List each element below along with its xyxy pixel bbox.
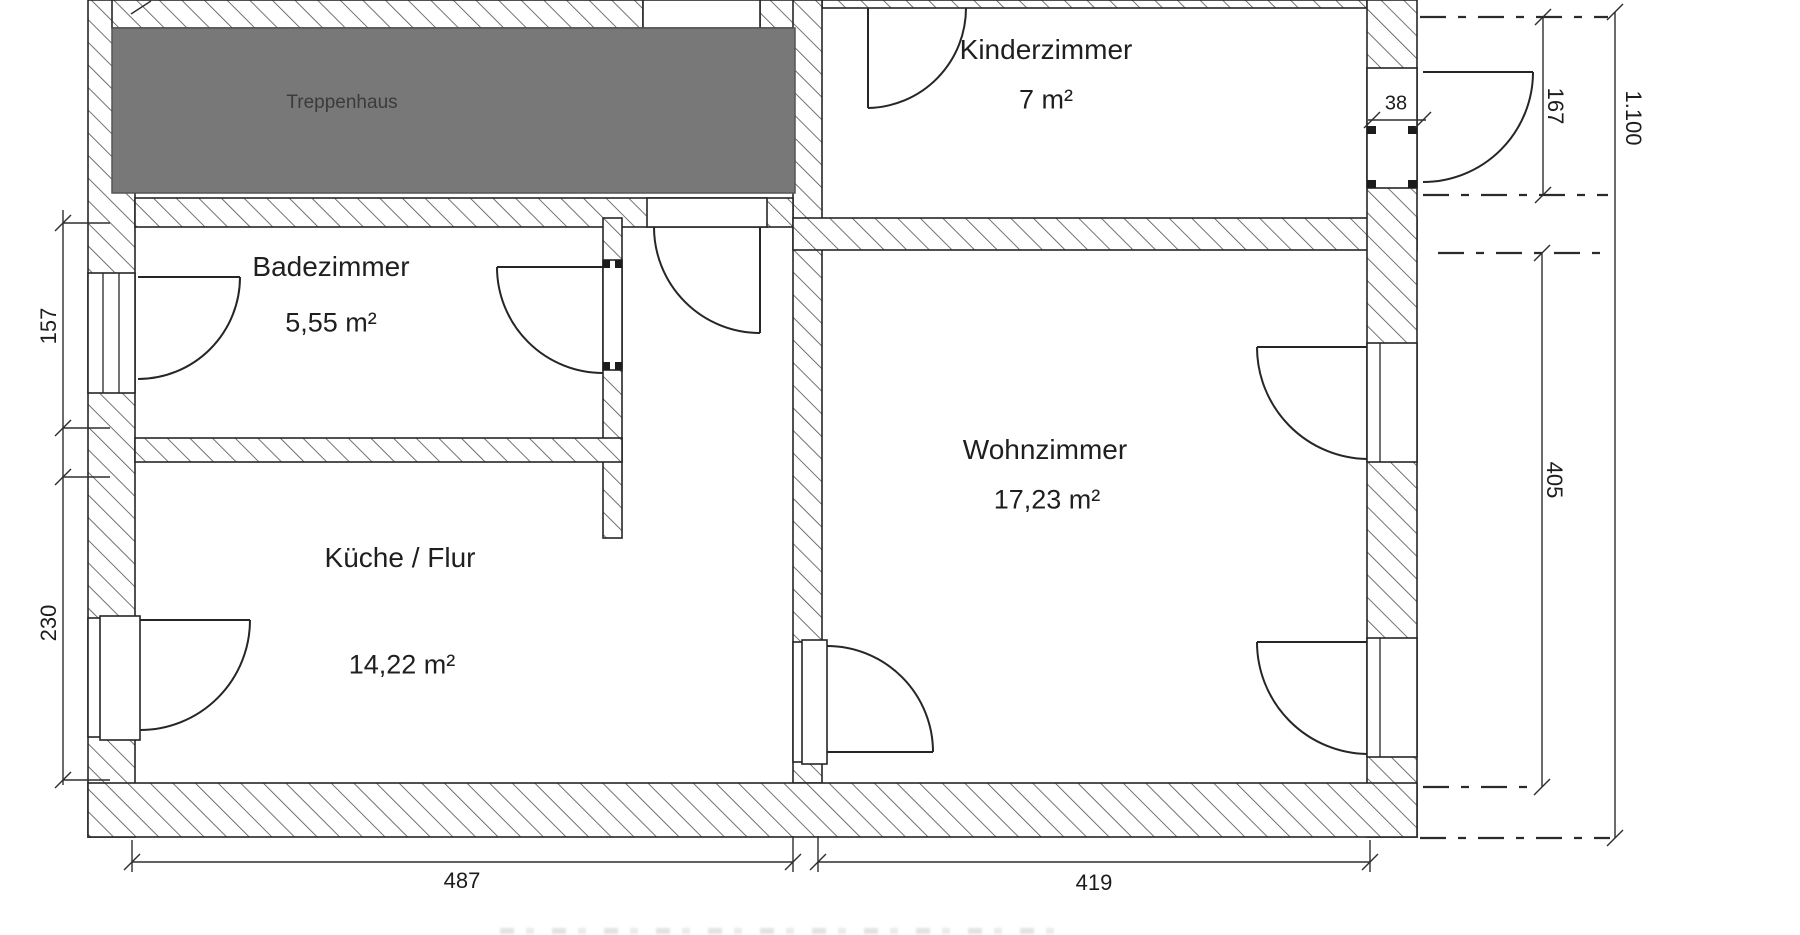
door-arc-livingroom-window-lower [1256, 641, 1368, 755]
door-gap-bath [602, 259, 623, 371]
door-arc-bath-entry [496, 266, 604, 374]
wall-bottom [87, 782, 1418, 838]
dimension-bottom-left: 487 [443, 868, 481, 893]
door-arc-kitchen [139, 619, 251, 731]
dimension-left-upper: 157 [36, 307, 61, 345]
room-area-wohnzimmer: 17,23 m² [993, 484, 1101, 515]
dimension-bottom-right: 419 [1075, 870, 1113, 895]
cutoff-text-remnant [500, 928, 1060, 934]
door-arc-right-exit [1422, 71, 1534, 183]
door-arc-bath-window [137, 276, 241, 380]
wall-top-mid [759, 0, 796, 29]
dimension-left-lower: 230 [36, 604, 61, 642]
door-arc-livingroom [826, 645, 934, 753]
wall-top-kinderzimmer-cut [821, 0, 1368, 9]
dimension-right-upper: 167 [1543, 87, 1568, 125]
stairwell-area [111, 27, 796, 194]
dashed-lines [1420, 15, 1610, 840]
window-livingroom-lower [1366, 637, 1418, 758]
door-frame-livingroom [801, 639, 828, 765]
room-label-kueche-flur: Küche / Flur [324, 542, 476, 573]
dimension-lines [54, 0, 1624, 872]
door-frame-kitchen [99, 615, 141, 741]
walls [87, 0, 1418, 838]
room-label-wohnzimmer: Wohnzimmer [962, 434, 1128, 465]
door-gap-entry [646, 197, 768, 228]
dimension-total-height: 1.100 [1621, 90, 1646, 146]
room-area-badezimmer: 5,55 m² [285, 307, 377, 338]
window-top [642, 0, 761, 29]
window-bath-left [87, 272, 136, 394]
window-frames [102, 273, 1381, 757]
door-arc-apartment-entry [653, 226, 761, 334]
door-jambs [603, 126, 1417, 370]
stairwell-label: Treppenhaus [286, 92, 398, 113]
door-swings [137, 7, 1534, 755]
door-arc-livingroom-window-upper [1256, 346, 1368, 460]
dimension-right-lower: 405 [1542, 461, 1567, 499]
door-arc-kinderzimmer [867, 7, 967, 109]
room-area-kueche-flur: 14,22 m² [348, 649, 456, 680]
wall-band-under-kinderzimmer [792, 217, 1418, 251]
room-label-kinderzimmer: Kinderzimmer [959, 34, 1133, 65]
dimension-door-width: 38 [1384, 92, 1408, 115]
wall-bath-south [134, 437, 623, 463]
wall-top-left [111, 0, 644, 29]
room-area-kinderzimmer: 7 m² [1019, 84, 1073, 115]
openings [87, 0, 1418, 765]
room-label-badezimmer: Badezimmer [252, 251, 410, 282]
window-livingroom-upper [1366, 342, 1418, 463]
